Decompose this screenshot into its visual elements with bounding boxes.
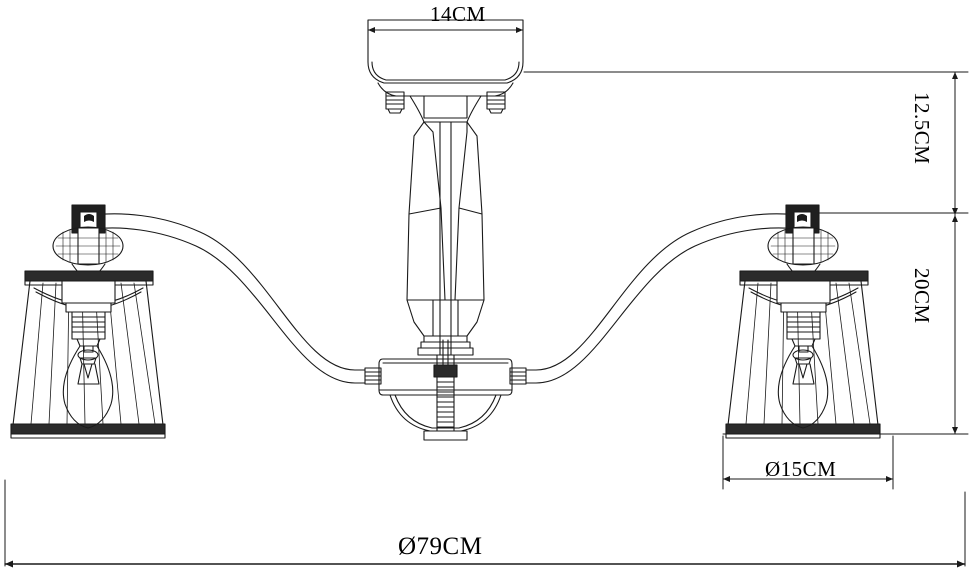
dimension-label-overall-diameter: Ø79CM xyxy=(398,533,483,560)
curved-arm-left xyxy=(92,213,356,384)
dimension-label-shade-diameter: Ø15CM xyxy=(765,457,837,481)
pleated-shade-right xyxy=(725,204,881,439)
candle-bulb-right xyxy=(777,345,829,429)
ceiling-canopy xyxy=(367,19,524,97)
curved-arm-right xyxy=(535,213,799,384)
canopy-neck xyxy=(409,95,482,123)
dimension-label-drop-lower: 20CM xyxy=(910,268,934,324)
tapered-center-column xyxy=(406,121,485,337)
dimension-label-drop-upper: 12.5CM xyxy=(910,92,934,165)
column-collar xyxy=(417,335,474,356)
dimension-label-canopy-width: 14CM xyxy=(430,2,486,26)
pleated-shade-left xyxy=(10,204,166,439)
arm-hub xyxy=(354,358,537,441)
canopy-screws xyxy=(385,91,506,114)
candle-bulb-left xyxy=(62,345,114,429)
threaded-finial xyxy=(433,339,458,432)
